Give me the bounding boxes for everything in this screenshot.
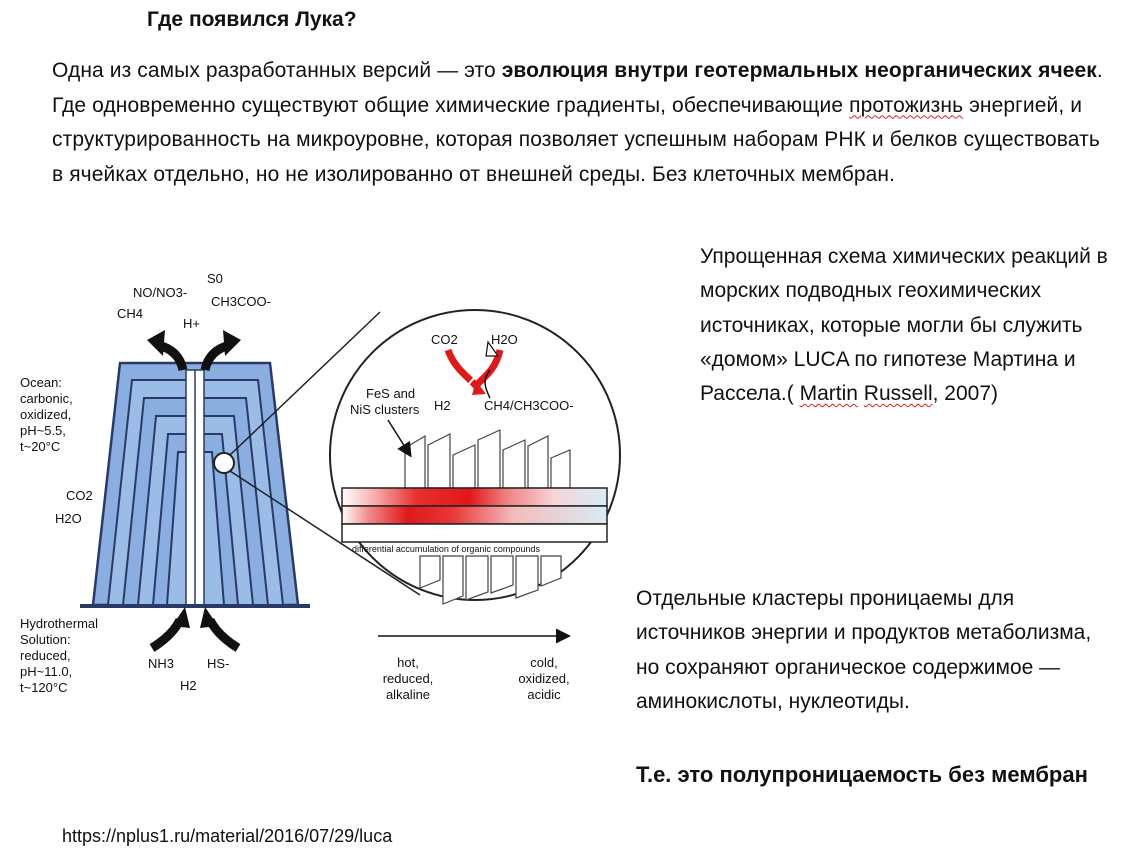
svg-text:reduced,: reduced, (383, 671, 434, 686)
caption-author-russell: Russell (863, 382, 933, 406)
label-clusters-line1: FeS and (366, 386, 415, 401)
svg-text:Solution:: Solution: (20, 632, 71, 647)
slide-title: Где появился Лука? (147, 8, 357, 31)
label-no-no3: NO/NO3- (133, 285, 187, 300)
svg-text:carbonic,: carbonic, (20, 391, 73, 406)
redox-reaction-arrows (444, 340, 504, 399)
intro-part2: . Где одновременно существуют общие хими… (52, 59, 1103, 117)
intro-bold: эволюция внутри геотермальных неорганиче… (501, 59, 1097, 82)
label-ocean-co2: CO2 (66, 488, 93, 503)
svg-text:oxidized,: oxidized, (20, 407, 71, 422)
svg-text:pH~5.5,: pH~5.5, (20, 423, 66, 438)
spellcheck-flagged-word: протожизнь (849, 93, 964, 117)
caption-author-martin: Martin (799, 382, 858, 406)
label-h-plus: H+ (183, 316, 200, 331)
caption-tail: , 2007) (932, 382, 999, 406)
svg-text:t~20°C: t~20°C (20, 439, 60, 454)
label-ch4: CH4 (117, 306, 143, 321)
svg-text:alkaline: alkaline (386, 687, 430, 702)
conclusion-prefix: Т.е. это (636, 762, 720, 787)
source-link[interactable]: https://nplus1.ru/material/2016/07/29/lu… (62, 826, 393, 846)
svg-text:cold,: cold, (530, 655, 557, 670)
svg-text:Ocean:: Ocean: (20, 375, 62, 390)
vent-chimney (80, 361, 310, 608)
accumulation-bands (341, 487, 608, 543)
label-ch3coo: CH3COO- (211, 294, 271, 309)
svg-text:t~120°C: t~120°C (20, 680, 67, 695)
hydrothermal-label: Hydrothermal Solution: reduced, pH~11.0,… (20, 616, 98, 695)
label-hs: HS- (207, 656, 229, 671)
mineral-cells-lower (419, 555, 562, 605)
svg-text:acidic: acidic (527, 687, 561, 702)
label-circle-co2: CO2 (431, 332, 458, 347)
label-circle-h2o: H2O (491, 332, 518, 347)
svg-text:hot,: hot, (397, 655, 419, 670)
label-nh3: NH3 (148, 656, 174, 671)
label-circle-h2: H2 (434, 398, 451, 413)
svg-text:Hydrothermal: Hydrothermal (20, 616, 98, 631)
ocean-label: Ocean: carbonic, oxidized, pH~5.5, t~20°… (20, 375, 73, 454)
gradient-left-label: hot, reduced, alkaline (383, 655, 434, 702)
figure-caption: Упрощенная схема химических реакций в мо… (700, 240, 1120, 411)
svg-text:oxidized,: oxidized, (518, 671, 569, 686)
intro-paragraph: Одна из самых разработанных версий — это… (52, 54, 1112, 192)
label-s0: S0 (207, 271, 223, 286)
clusters-note: Отдельные кластеры проницаемы для источн… (636, 587, 1092, 713)
hydrothermal-vent-diagram: NO/NO3- CH4 H+ S0 CH3COO- Ocean: carboni… (20, 271, 621, 702)
label-circle-products: CH4/CH3COO- (484, 398, 574, 413)
gradient-right-label: cold, oxidized, acidic (518, 655, 569, 702)
svg-text:reduced,: reduced, (20, 648, 71, 663)
caption-text: Упрощенная схема химических реакций в мо… (700, 245, 1108, 406)
conclusion: Т.е. это полупроницаемость без мембран (636, 757, 1116, 792)
intro-part1: Одна из самых разработанных версий — это (52, 59, 502, 82)
accumulation-label: differential accumulation of organic com… (352, 544, 540, 554)
label-ocean-h2o: H2O (55, 511, 82, 526)
intro-part3: энергией, и структурированность на микро… (52, 93, 1100, 186)
label-clusters-line2: NiS clusters (350, 402, 420, 417)
svg-text:pH~11.0,: pH~11.0, (20, 664, 72, 679)
label-h2-bottom: H2 (180, 678, 197, 693)
conclusion-emphasis: полупроницаемость без мембран (719, 762, 1088, 787)
